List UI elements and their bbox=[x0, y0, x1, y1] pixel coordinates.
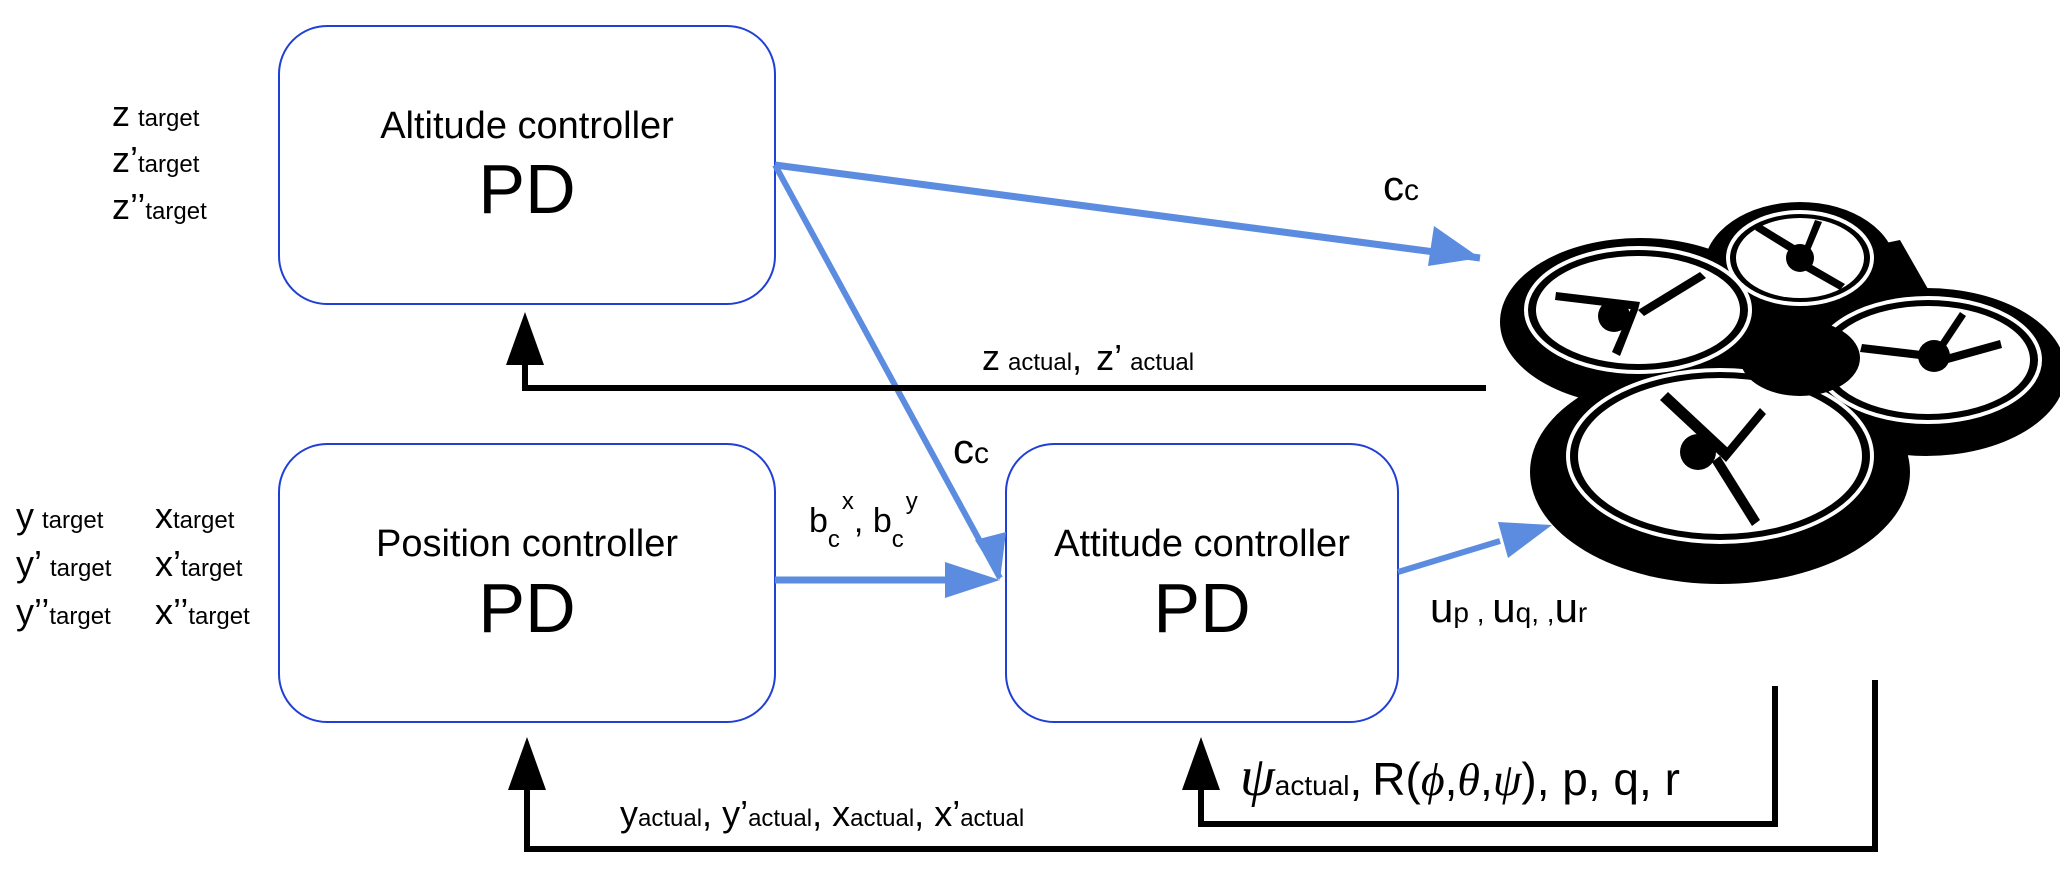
cc-label-altitude-to-attitude: cc bbox=[953, 425, 989, 472]
altitude-controller-title: Altitude controller bbox=[380, 105, 674, 147]
x-ddot-target-label: x’’target bbox=[155, 591, 250, 632]
attitude-controller-box bbox=[1005, 443, 1399, 723]
u-arrow-attitude-to-drone bbox=[1397, 538, 1501, 575]
cc-arrow-altitude-to-drone bbox=[774, 161, 1481, 262]
cc-arrowhead-altitude-to-attitude bbox=[975, 532, 1006, 580]
z-feedback-line bbox=[522, 355, 1486, 391]
attitude-controller-block[interactable]: Attitude controller PD bbox=[1005, 443, 1399, 723]
attitude-feedback-label: ψactual,R(ϕ,θ,ψ), p, q, r bbox=[1240, 746, 1680, 808]
z-feedback-arrowhead bbox=[506, 312, 544, 365]
xy-feedback-line bbox=[524, 680, 1878, 852]
cc-arrow-altitude-to-attitude bbox=[772, 163, 1003, 580]
x-dot-target-label: x’target bbox=[155, 543, 243, 584]
attitude-feedback-line bbox=[1198, 686, 1778, 827]
bc-label: bcx, bcy bbox=[809, 488, 918, 553]
cc-arrowhead-altitude-to-drone bbox=[1428, 226, 1480, 266]
u-arrowhead-attitude-to-drone bbox=[1498, 522, 1552, 558]
z-dot-target-label: z’target bbox=[112, 139, 200, 180]
y-ddot-target-label: y’’target bbox=[16, 591, 111, 632]
attitude-feedback-arrowhead bbox=[1182, 737, 1220, 790]
bc-arrowhead-position-to-attitude bbox=[945, 562, 1000, 598]
attitude-controller-type: PD bbox=[1153, 569, 1250, 647]
attitude-controller-title: Attitude controller bbox=[1054, 523, 1350, 565]
altitude-controller-type: PD bbox=[478, 150, 575, 228]
y-dot-target-label: y’target bbox=[16, 543, 112, 584]
position-controller-type: PD bbox=[478, 569, 575, 647]
position-controller-title: Position controller bbox=[376, 523, 678, 565]
cc-label-altitude-to-drone: cc bbox=[1383, 162, 1419, 209]
altitude-controller-block[interactable]: Altitude controller PD bbox=[278, 25, 776, 305]
quadcopter-icon bbox=[1500, 202, 2060, 584]
xy-feedback-arrowhead bbox=[508, 737, 546, 790]
xy-feedback-label: yactual, y’actual, xactual, x’actual bbox=[620, 793, 1024, 834]
u-label: up , uq, ,ur bbox=[1430, 584, 1587, 631]
position-controller-block[interactable]: Position controller PD bbox=[278, 443, 776, 723]
x-target-label: xtarget bbox=[155, 495, 235, 536]
z-ddot-target-label: z’’target bbox=[112, 186, 207, 227]
